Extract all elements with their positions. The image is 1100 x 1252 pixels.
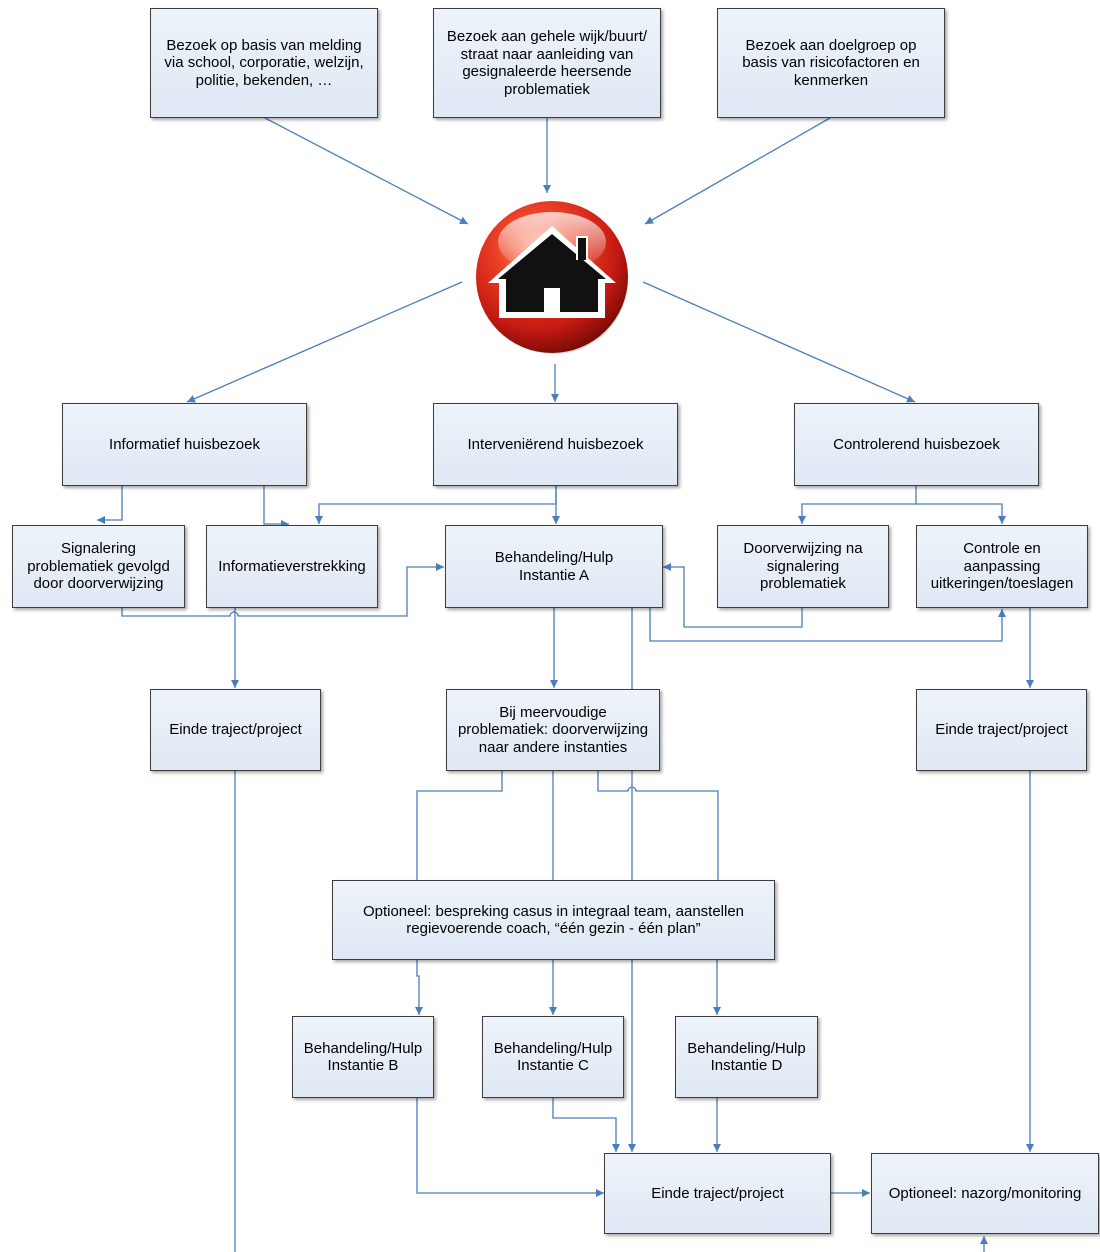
connector <box>315 486 557 524</box>
box-hulp-c: Behandeling/Hulp Instantie C <box>482 1016 624 1098</box>
box-wijk: Bezoek aan gehele wijk/buurt/ straat naa… <box>433 8 661 118</box>
box-doelgroep: Bezoek aan doelgroep op basis van risico… <box>717 8 945 118</box>
connector <box>644 117 831 225</box>
box-controlerend: Controlerend huisbezoek <box>794 403 1039 486</box>
box-informatief: Informatief huisbezoek <box>62 403 307 486</box>
box-hulp-d: Behandeling/Hulp Instantie D <box>675 1016 818 1098</box>
connector <box>416 771 503 880</box>
connector <box>642 281 916 403</box>
connector <box>663 563 803 628</box>
box-hulp-a: Behandeling/Hulp Instantie A <box>445 525 663 608</box>
connector <box>415 960 423 1015</box>
connector <box>798 486 917 524</box>
box-melding: Bezoek op basis van melding via school, … <box>150 8 378 118</box>
connector <box>649 608 1006 642</box>
box-einde-right: Einde traject/project <box>916 689 1087 771</box>
box-einde-left: Einde traject/project <box>150 689 321 771</box>
connector <box>552 1098 620 1152</box>
connector <box>186 281 463 403</box>
box-signalering: Signalering problematiek gevolgd door do… <box>12 525 185 608</box>
box-interventierend: Interveniërend huisbezoek <box>433 403 678 486</box>
box-meervoudig: Bij meervoudige problematiek: doorverwij… <box>446 689 660 771</box>
box-nazorg: Optioneel: nazorg/monitoring <box>871 1153 1099 1234</box>
connector <box>916 503 1006 524</box>
box-optioneel-team: Optioneel: bespreking casus in integraal… <box>332 880 775 960</box>
box-hulp-b: Behandeling/Hulp Instantie B <box>292 1016 434 1098</box>
connector <box>264 117 469 225</box>
connector <box>97 486 123 524</box>
box-informatieverstrekking: Informatieverstrekking <box>206 525 378 608</box>
box-doorverwijzing-na: Doorverwijzing na signalering problemati… <box>717 525 889 608</box>
connector <box>263 486 289 528</box>
connector <box>416 1098 604 1197</box>
box-einde-bottom: Einde traject/project <box>604 1153 831 1234</box>
connector <box>597 771 719 880</box>
house-icon <box>476 201 628 354</box>
box-controle: Controle en aanpassing uitkeringen/toesl… <box>916 525 1088 608</box>
